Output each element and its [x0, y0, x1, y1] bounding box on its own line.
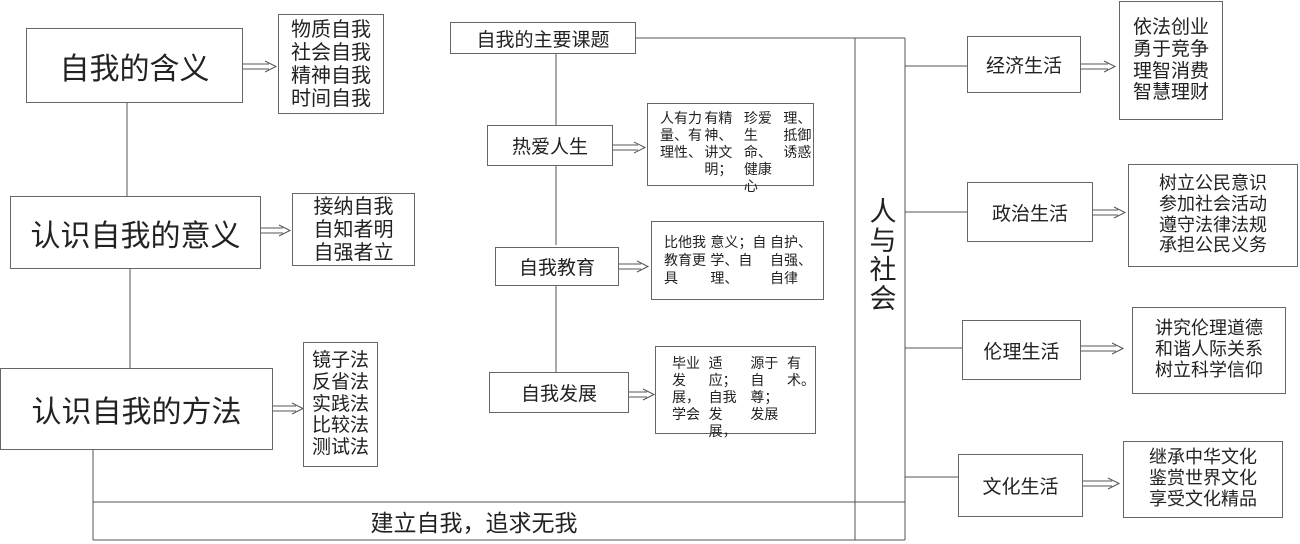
- paragraph-line: 源于自尊；发展: [750, 356, 779, 423]
- paragraph-line: 珍爱生命、健康心: [743, 111, 772, 195]
- list-item: 鉴赏世界文化: [1149, 468, 1257, 490]
- self-significance-items-box: 接纳自我 自知者明 自强者立: [292, 193, 415, 266]
- self-education-label: 自我教育: [518, 257, 595, 279]
- self-methods-box: 认识自我的方法: [0, 368, 273, 450]
- political-life-box: 政治生活: [967, 182, 1093, 242]
- list-item: 遵守法律法规: [1159, 214, 1267, 236]
- list-item: 依法创业: [1132, 15, 1209, 38]
- self-education-text-box: 比他我教育更具 意义；自学、自理、 自护、自强、自律: [651, 221, 824, 300]
- list-item: 参加社会活动: [1159, 193, 1267, 215]
- paragraph-line: 理、抵御诱惑: [783, 111, 812, 161]
- bottom-banner-text: 建立自我，追求无我: [370, 511, 578, 537]
- list-item: 实践法: [311, 392, 369, 415]
- list-item: 继承中华文化: [1149, 447, 1257, 469]
- self-methods-items-box: 镜子法 反省法 实践法 比较法 测试法: [303, 342, 378, 467]
- list-item: 享受文化精品: [1149, 488, 1257, 510]
- ethical-life-items-box: 讲究伦理道德 和谐人际关系 树立科学信仰: [1132, 307, 1286, 394]
- cultural-life-items-box: 继承中华文化 鉴赏世界文化 享受文化精品: [1123, 441, 1283, 518]
- list-item: 社会自我: [291, 40, 371, 64]
- self-development-label: 自我发展: [520, 383, 597, 405]
- paragraph-line: 适应；自我发展，: [708, 356, 737, 440]
- love-life-box: 热爱人生: [487, 125, 613, 166]
- list-item: 接纳自我: [313, 194, 394, 218]
- main-topic-title: 自我的主要课题: [476, 28, 610, 51]
- list-item: 时间自我: [291, 86, 371, 110]
- ethical-life-label: 伦理生活: [983, 340, 1060, 363]
- list-item: 和谐人际关系: [1155, 339, 1263, 361]
- list-item: 自知者明: [313, 217, 394, 241]
- economic-life-box: 经济生活: [967, 36, 1081, 93]
- list-item: 镜子法: [311, 348, 369, 371]
- list-item: 比较法: [311, 414, 369, 437]
- self-meaning-box: 自我的含义: [26, 28, 243, 103]
- list-item: 物质自我: [291, 17, 371, 41]
- list-item: 理智消费: [1132, 59, 1209, 82]
- society-column-title: 人与社会: [864, 197, 896, 313]
- economic-life-items-box: 依法创业 勇于竞争 理智消费 智慧理财: [1119, 1, 1223, 120]
- list-item: 承担公民义务: [1159, 235, 1267, 257]
- list-item: 勇于竞争: [1132, 37, 1209, 60]
- list-item: 树立公民意识: [1159, 173, 1267, 195]
- paragraph-line: 有术。: [787, 356, 815, 389]
- list-item: 精神自我: [291, 63, 371, 87]
- list-item: 测试法: [311, 436, 369, 459]
- political-life-label: 政治生活: [991, 202, 1068, 225]
- paragraph-line: 意义；自学、自理、: [710, 235, 767, 287]
- self-education-box: 自我教育: [495, 247, 619, 286]
- economic-life-label: 经济生活: [985, 55, 1062, 77]
- cultural-life-box: 文化生活: [958, 454, 1083, 517]
- ethical-life-box: 伦理生活: [962, 320, 1081, 380]
- love-life-text-box: 人有力量、有理性、 有精神、讲文明； 珍爱生命、健康心 理、抵御诱惑: [647, 103, 814, 195]
- self-development-box: 自我发展: [489, 372, 629, 413]
- bottom-banner: 建立自我，追求无我: [93, 502, 855, 540]
- paragraph-line: 自护、自强、自律: [770, 235, 812, 287]
- love-life-label: 热爱人生: [511, 136, 588, 158]
- paragraph-line: 有精神、讲文明；: [704, 111, 733, 178]
- self-methods-title: 认识自我的方法: [31, 395, 242, 430]
- political-life-items-box: 树立公民意识 参加社会活动 遵守法律法规 承担公民义务: [1128, 164, 1298, 267]
- self-development-text-box: 毕业发展，学会 适应；自我发展， 源于自尊；发展 有术。: [655, 346, 816, 440]
- list-item: 讲究伦理道德: [1155, 318, 1263, 340]
- self-significance-box: 认识自我的意义: [10, 196, 261, 269]
- paragraph-line: 比他我教育更具: [664, 235, 706, 287]
- main-topic-box: 自我的主要课题: [450, 22, 636, 54]
- cultural-life-label: 文化生活: [982, 476, 1059, 498]
- list-item: 树立科学信仰: [1155, 359, 1263, 381]
- paragraph-line: 人有力量、有理性、: [660, 111, 702, 161]
- society-column: 人与社会: [855, 180, 905, 330]
- list-item: 反省法: [311, 370, 369, 393]
- self-significance-title: 认识自我的意义: [30, 218, 241, 254]
- self-meaning-items-box: 物质自我 社会自我 精神自我 时间自我: [278, 14, 384, 114]
- list-item: 自强者立: [313, 240, 394, 264]
- list-item: 智慧理财: [1132, 81, 1209, 104]
- self-meaning-title: 自我的含义: [59, 51, 210, 87]
- paragraph-line: 毕业发展，学会: [672, 356, 700, 423]
